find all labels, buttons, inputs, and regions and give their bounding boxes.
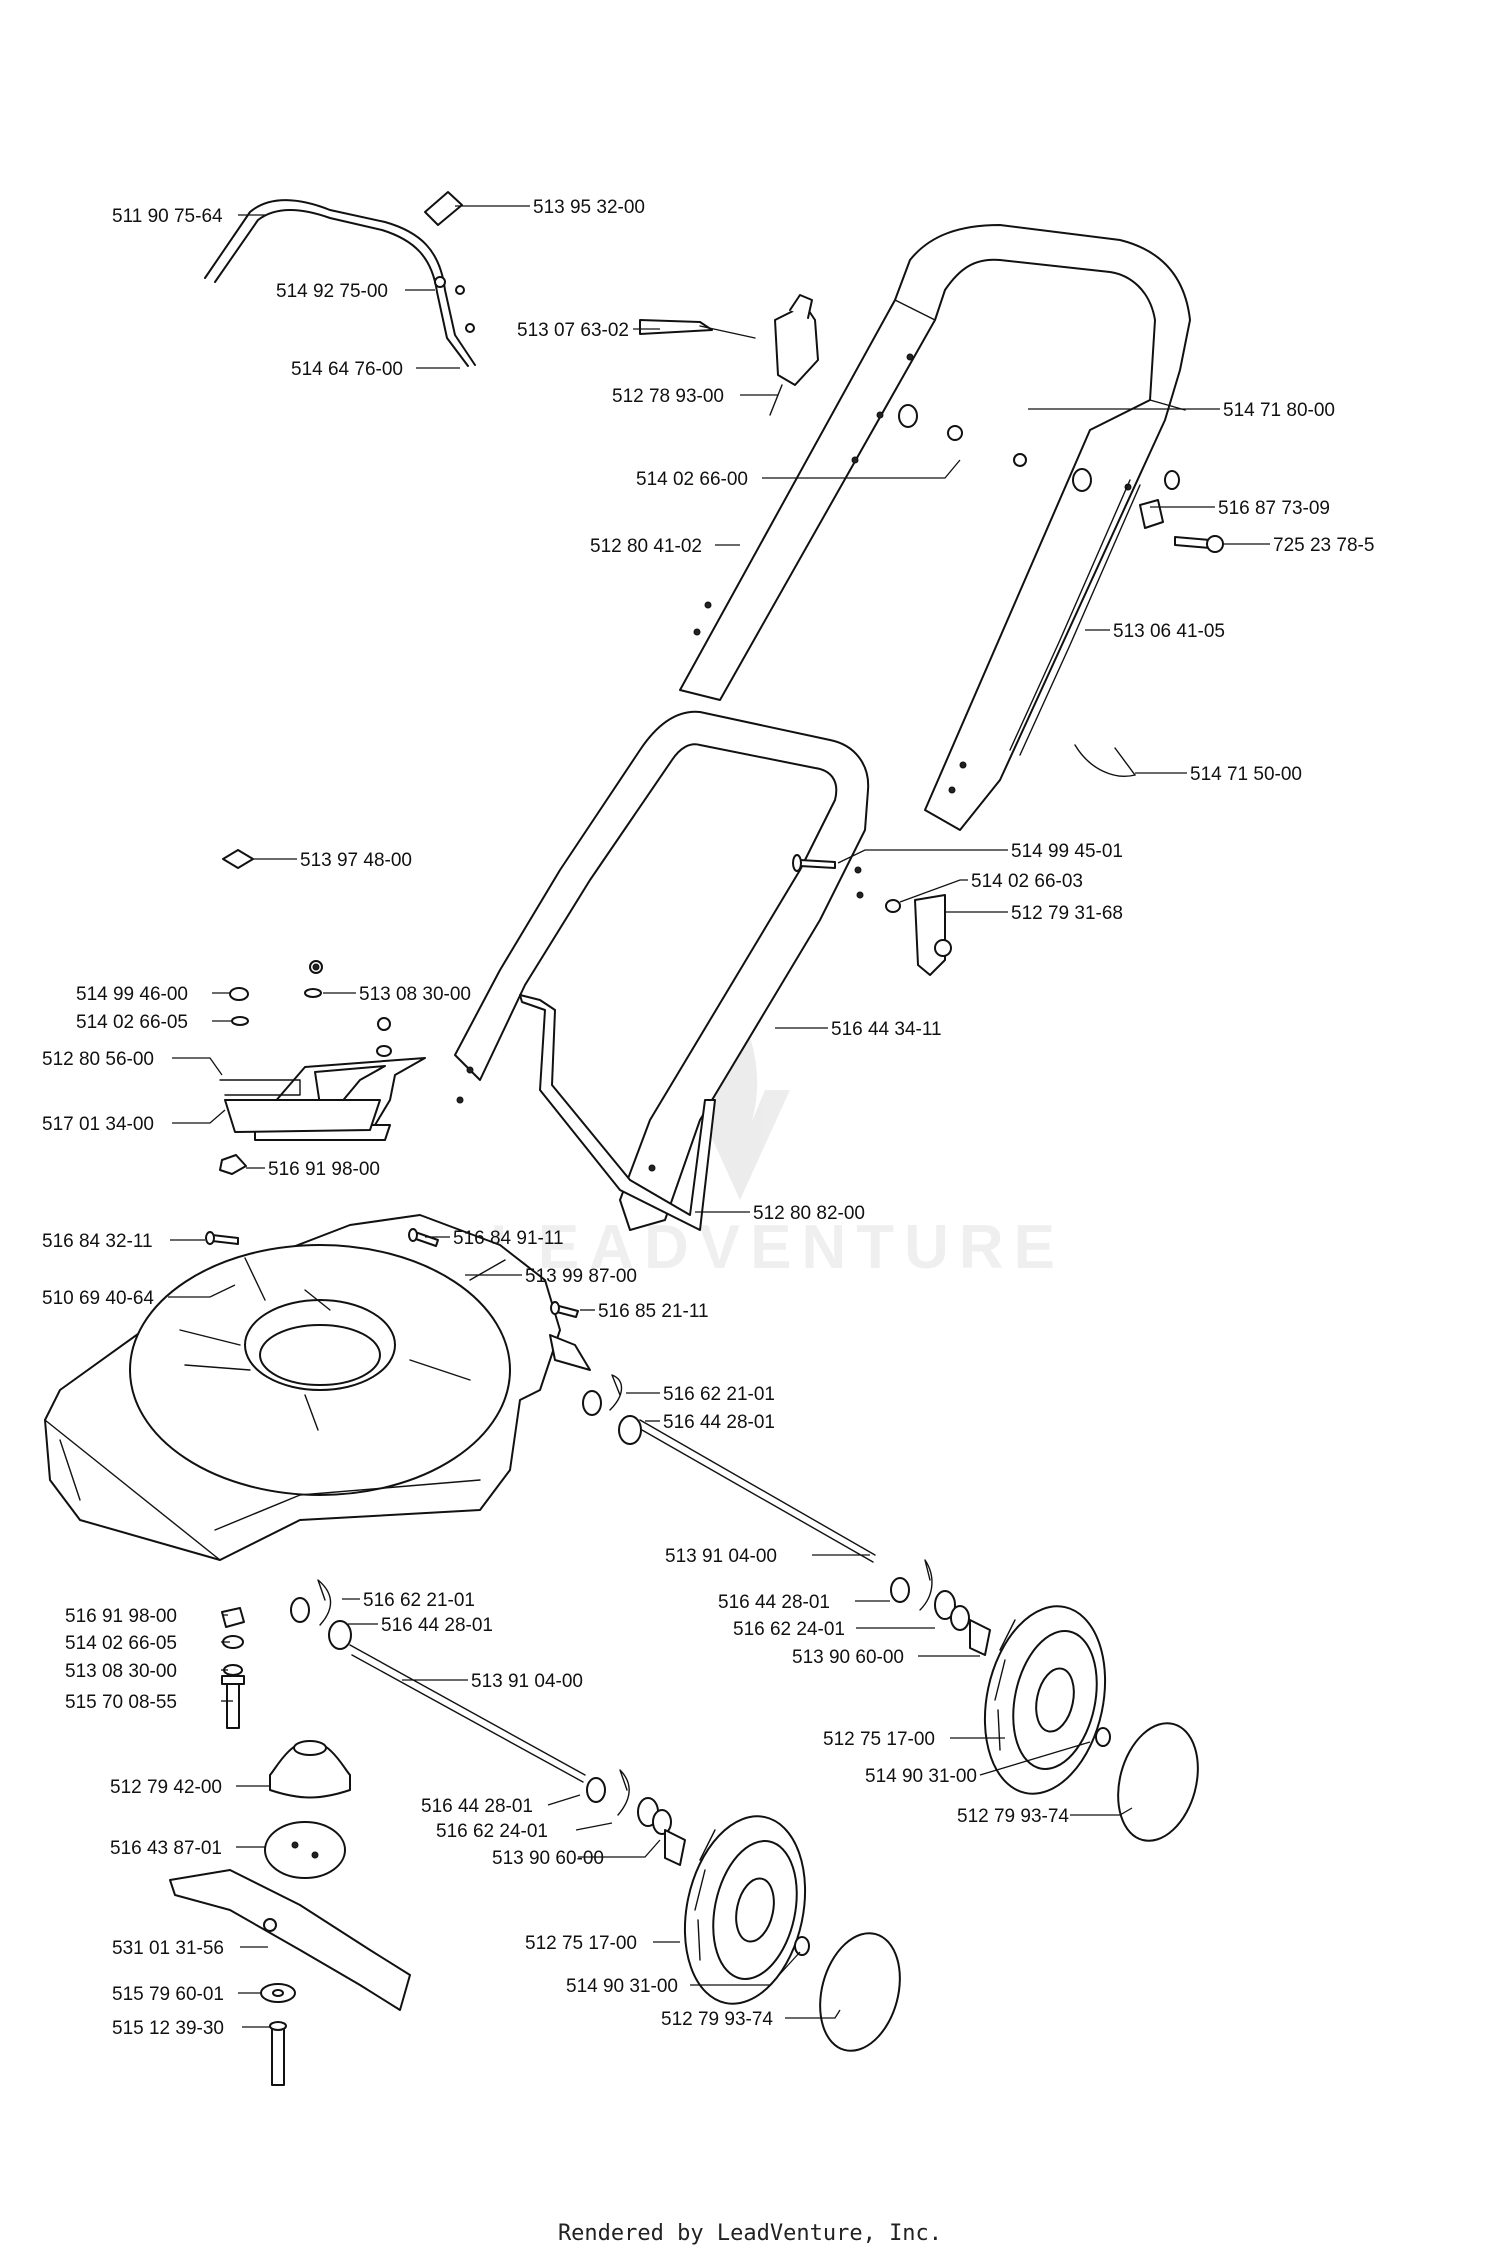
part-label: 515 79 60-01 bbox=[112, 1984, 224, 2005]
part-label: 513 06 41-05 bbox=[1113, 621, 1225, 642]
part-label: 513 91 04-00 bbox=[665, 1546, 777, 1567]
part-label: 514 99 45-01 bbox=[1011, 841, 1123, 862]
part-label: 516 85 21-11 bbox=[598, 1301, 709, 1322]
part-label: 516 91 98-00 bbox=[65, 1606, 177, 1627]
part-label: 513 08 30-00 bbox=[65, 1661, 177, 1682]
part-label: 516 44 28-01 bbox=[381, 1615, 493, 1636]
footer-credit: Rendered by LeadVenture, Inc. bbox=[557, 2221, 943, 2246]
part-label: 512 79 93-74 bbox=[661, 2009, 773, 2030]
part-label: 514 92 75-00 bbox=[276, 281, 388, 302]
part-label: 514 90 31-00 bbox=[566, 1976, 678, 1997]
part-label: 513 91 04-00 bbox=[471, 1671, 583, 1692]
part-label: 516 84 32-11 bbox=[42, 1231, 153, 1252]
part-label: 725 23 78-5 bbox=[1273, 535, 1374, 556]
part-label: 516 44 28-01 bbox=[718, 1592, 830, 1613]
part-label: 516 62 21-01 bbox=[663, 1384, 775, 1405]
part-label: 516 62 24-01 bbox=[733, 1619, 845, 1640]
part-label: 514 71 80-00 bbox=[1223, 400, 1335, 421]
part-label: 514 02 66-03 bbox=[971, 871, 1083, 892]
part-label: 513 90 60-00 bbox=[492, 1848, 604, 1869]
part-label: 515 70 08-55 bbox=[65, 1692, 177, 1713]
part-label: 513 99 87-00 bbox=[525, 1266, 637, 1287]
part-label: 513 08 30-00 bbox=[359, 984, 471, 1005]
part-label: 516 44 28-01 bbox=[663, 1412, 775, 1433]
part-label: 512 80 82-00 bbox=[753, 1203, 865, 1224]
part-label: 512 80 41-02 bbox=[590, 536, 702, 557]
part-label: 516 44 34-11 bbox=[831, 1019, 942, 1040]
part-label: 514 99 46-00 bbox=[76, 984, 188, 1005]
part-label: 516 84 91-11 bbox=[453, 1228, 564, 1249]
part-label: 514 02 66-05 bbox=[65, 1633, 177, 1654]
part-label: 512 78 93-00 bbox=[612, 386, 724, 407]
part-label: 512 79 31-68 bbox=[1011, 903, 1123, 924]
part-label: 516 43 87-01 bbox=[110, 1838, 222, 1859]
part-label: 515 12 39-30 bbox=[112, 2018, 224, 2039]
part-label: 513 07 63-02 bbox=[517, 320, 629, 341]
part-label: 512 79 42-00 bbox=[110, 1777, 222, 1798]
part-label: 516 62 21-01 bbox=[363, 1590, 475, 1611]
part-label: 517 01 34-00 bbox=[42, 1114, 154, 1135]
part-label: 514 64 76-00 bbox=[291, 359, 403, 380]
parts-drawings bbox=[44, 191, 1224, 2086]
part-label: 516 91 98-00 bbox=[268, 1159, 380, 1180]
watermark-text: LEADVENTURE bbox=[490, 1213, 1065, 1282]
part-label: 513 95 32-00 bbox=[533, 197, 645, 218]
part-label: 514 90 31-00 bbox=[865, 1766, 977, 1787]
part-label: 514 71 50-00 bbox=[1190, 764, 1302, 785]
part-label: 512 75 17-00 bbox=[823, 1729, 935, 1750]
part-label: 516 62 24-01 bbox=[436, 1821, 548, 1842]
part-label: 511 90 75-64 bbox=[112, 206, 223, 227]
part-label: 516 87 73-09 bbox=[1218, 498, 1330, 519]
part-label: 514 02 66-00 bbox=[636, 469, 748, 490]
part-label: 512 80 56-00 bbox=[42, 1049, 154, 1070]
part-labels: 511 90 75-64 513 95 32-00 514 92 75-00 5… bbox=[42, 197, 1374, 2039]
part-label: 512 79 93-74 bbox=[957, 1806, 1069, 1827]
part-label: 514 02 66-05 bbox=[76, 1012, 188, 1033]
part-label: 510 69 40-64 bbox=[42, 1288, 154, 1309]
part-label: 513 90 60-00 bbox=[792, 1647, 904, 1668]
part-label: 513 97 48-00 bbox=[300, 850, 412, 871]
part-label: 531 01 31-56 bbox=[112, 1938, 224, 1959]
part-label: 516 44 28-01 bbox=[421, 1796, 533, 1817]
leader-lines bbox=[168, 205, 1270, 2028]
part-label: 512 75 17-00 bbox=[525, 1933, 637, 1954]
